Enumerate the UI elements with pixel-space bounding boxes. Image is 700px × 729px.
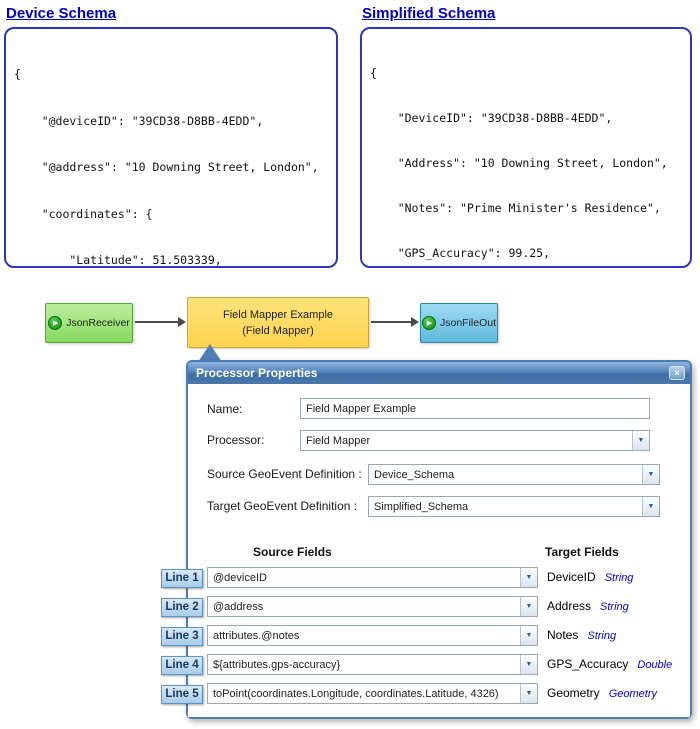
device-schema-title: Device Schema <box>6 5 117 22</box>
source-fields-header: Source Fields <box>253 545 332 559</box>
simplified-schema-title: Simplified Schema <box>362 5 496 22</box>
target-field-type: String <box>587 630 617 642</box>
target-fields-header: Target Fields <box>545 545 619 559</box>
flow-arrow <box>371 317 419 327</box>
target-field-3: Notes String <box>547 628 616 642</box>
source-definition-value: Device_Schema <box>374 468 455 481</box>
chevron-down-icon[interactable]: ▼ <box>520 684 537 703</box>
target-field-type: String <box>604 572 634 584</box>
receiver-label: JsonReceiver <box>66 317 130 329</box>
source-field-value: toPoint(coordinates.Longitude, coordinat… <box>213 687 499 700</box>
target-field-2: Address String <box>547 599 629 613</box>
line-label-1: Line 1 <box>161 569 203 588</box>
target-definition-value: Simplified_Schema <box>374 500 469 513</box>
target-definition-select[interactable]: Simplified_Schema ▼ <box>368 496 660 517</box>
chevron-down-icon[interactable]: ▼ <box>520 597 537 616</box>
source-field-value: @address <box>213 600 264 613</box>
processor-select[interactable]: Field Mapper ▼ <box>300 430 650 451</box>
target-field-4: GPS_Accuracy Double <box>547 657 672 671</box>
code-line: { <box>14 67 21 81</box>
source-field-value: @deviceID <box>213 571 267 584</box>
code-line: "@address": "10 Downing Street, London", <box>14 160 319 174</box>
chevron-down-icon[interactable]: ▼ <box>632 431 649 450</box>
source-field-select-5[interactable]: toPoint(coordinates.Longitude, coordinat… <box>207 683 538 704</box>
chevron-down-icon[interactable]: ▼ <box>520 626 537 645</box>
source-field-select-1[interactable]: @deviceID ▼ <box>207 567 538 588</box>
code-line: "coordinates": { <box>14 206 153 221</box>
flow-arrow <box>135 317 186 327</box>
source-definition-select[interactable]: Device_Schema ▼ <box>368 464 660 485</box>
close-button[interactable]: × <box>669 366 685 380</box>
processor-properties-dialog: Processor Properties × Name: Processor: … <box>186 360 692 719</box>
source-field-value: ${attributes.gps-accuracy} <box>213 658 341 671</box>
dialog-callout-pointer <box>198 344 222 362</box>
source-field-value: attributes.@notes <box>213 629 300 642</box>
target-field-name: DeviceID <box>547 570 596 584</box>
code-line: "@deviceID": "39CD38-D8BB-4EDD", <box>14 113 264 128</box>
code-line: "GPS_Accuracy": 99.25, <box>370 246 551 260</box>
target-field-1: DeviceID String <box>547 570 633 584</box>
source-definition-label: Source GeoEvent Definition : <box>207 467 362 481</box>
target-field-name: Geometry <box>547 686 600 700</box>
target-field-name: Notes <box>547 628 579 642</box>
target-definition-label: Target GeoEvent Definition : <box>207 499 358 513</box>
target-field-type: String <box>600 601 629 613</box>
dialog-titlebar[interactable]: Processor Properties × <box>188 362 690 384</box>
code-line: "Address": "10 Downing Street, London", <box>370 156 668 170</box>
line-label-3: Line 3 <box>161 627 203 646</box>
source-field-select-2[interactable]: @address ▼ <box>207 596 538 617</box>
line-label-2: Line 2 <box>161 598 203 617</box>
source-field-select-4[interactable]: ${attributes.gps-accuracy} ▼ <box>207 654 538 675</box>
code-line: "DeviceID": "39CD38-D8BB-4EDD", <box>370 111 613 125</box>
name-input[interactable] <box>300 398 650 419</box>
code-line: { <box>370 66 377 80</box>
source-field-select-3[interactable]: attributes.@notes ▼ <box>207 625 538 646</box>
code-line: "Notes": "Prime Minister's Residence", <box>370 201 661 215</box>
chevron-down-icon[interactable]: ▼ <box>642 497 659 516</box>
code-line: "Latitude": 51.503339, <box>14 253 222 267</box>
output-label: JsonFileOut <box>439 317 497 329</box>
processor-select-value: Field Mapper <box>306 434 371 447</box>
name-label: Name: <box>207 402 243 416</box>
json-file-out-node[interactable]: ▶ JsonFileOut <box>420 303 498 343</box>
chevron-down-icon[interactable]: ▼ <box>642 465 659 484</box>
target-field-name: GPS_Accuracy <box>547 657 629 671</box>
processor-label-line2: (Field Mapper) <box>242 324 314 337</box>
processor-label-line1: Field Mapper Example <box>222 308 334 321</box>
target-field-name: Address <box>547 599 592 613</box>
line-label-4: Line 4 <box>161 656 203 675</box>
device-schema-box: { "@deviceID": "39CD38-D8BB-4EDD", "@add… <box>4 27 338 268</box>
play-icon: ▶ <box>48 316 63 330</box>
dialog-body: Name: Processor: Field Mapper ▼ Source G… <box>188 384 690 717</box>
target-field-5: Geometry Geometry <box>547 686 657 700</box>
json-receiver-node[interactable]: ▶ JsonReceiver <box>45 303 133 343</box>
target-field-type: Double <box>637 659 673 671</box>
play-icon: ▶ <box>421 316 436 330</box>
line-label-5: Line 5 <box>161 685 203 704</box>
dialog-title: Processor Properties <box>196 366 318 380</box>
chevron-down-icon[interactable]: ▼ <box>520 568 537 587</box>
target-field-type: Geometry <box>608 688 657 700</box>
chevron-down-icon[interactable]: ▼ <box>520 655 537 674</box>
processor-label: Processor: <box>207 433 265 447</box>
field-mapper-node[interactable]: Field Mapper Example (Field Mapper) <box>187 297 369 348</box>
simplified-schema-box: { "DeviceID": "39CD38-D8BB-4EDD", "Addre… <box>360 27 692 268</box>
